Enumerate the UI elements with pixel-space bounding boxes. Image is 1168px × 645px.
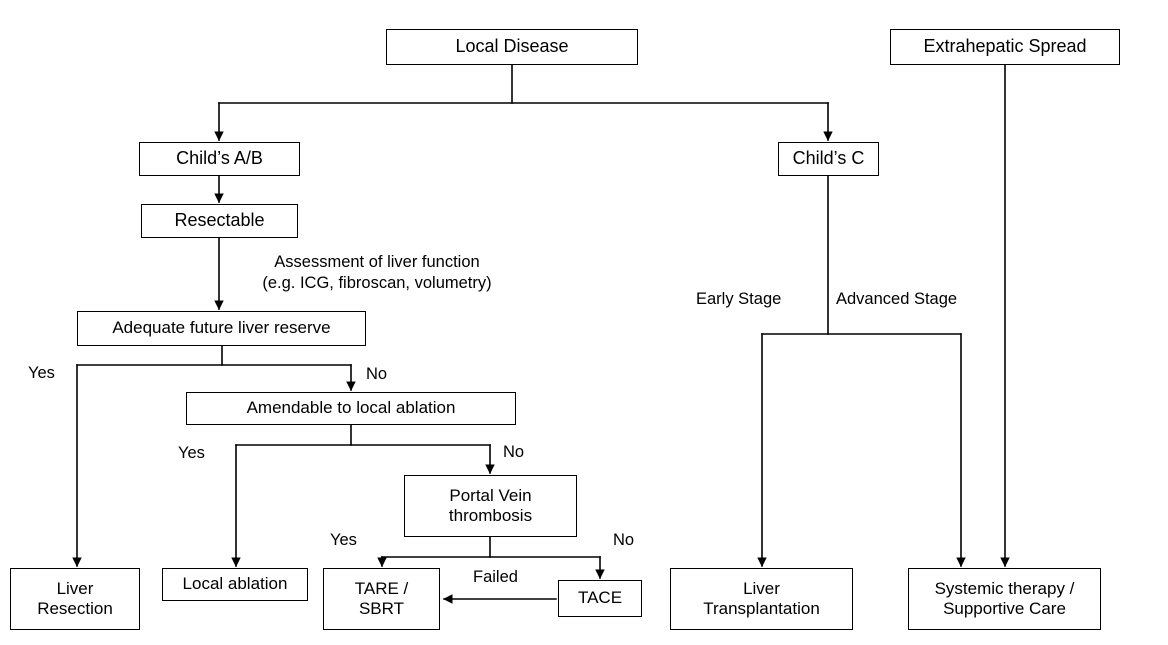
node-adequate-future-liver-reserve[interactable]: Adequate future liver reserve: [77, 311, 366, 346]
edge-label-ablation-yes: Yes: [178, 444, 205, 462]
node-tace[interactable]: TACE: [558, 580, 642, 617]
edge-label-pvt-no: No: [613, 531, 635, 549]
edge-label-ablation-no: No: [503, 443, 525, 461]
edge-label-advanced-stage: Advanced Stage: [836, 290, 958, 308]
edge-label-early-stage: Early Stage: [696, 290, 782, 308]
edge-label-reserve-yes: Yes: [28, 364, 55, 382]
note-assessment-of-liver-function: Assessment of liver function (e.g. ICG, …: [262, 253, 492, 292]
node-local-ablation[interactable]: Local ablation: [162, 568, 308, 601]
node-extrahepatic-spread[interactable]: Extrahepatic Spread: [890, 29, 1120, 65]
node-childs-ab[interactable]: Child’s A/B: [139, 142, 300, 176]
node-childs-c[interactable]: Child’s C: [778, 142, 879, 176]
edge-label-reserve-no: No: [366, 365, 388, 383]
edge-label-tace-failed: Failed: [473, 568, 518, 586]
node-portal-vein-thrombosis[interactable]: Portal Vein thrombosis: [404, 475, 577, 537]
node-liver-resection[interactable]: Liver Resection: [10, 568, 140, 630]
node-amendable-to-local-ablation[interactable]: Amendable to local ablation: [186, 392, 516, 425]
node-systemic-therapy-supportive-care[interactable]: Systemic therapy / Supportive Care: [908, 568, 1101, 630]
node-resectable[interactable]: Resectable: [141, 204, 298, 238]
node-local-disease[interactable]: Local Disease: [386, 29, 638, 65]
node-tare-sbrt[interactable]: TARE / SBRT: [323, 568, 440, 630]
edge-label-pvt-yes: Yes: [330, 531, 357, 549]
node-liver-transplantation[interactable]: Liver Transplantation: [670, 568, 853, 630]
